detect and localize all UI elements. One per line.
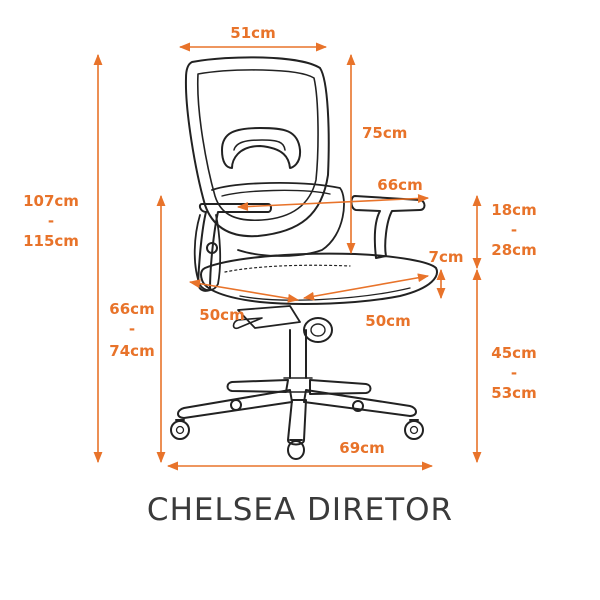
label-seat-height-min: 45cm bbox=[491, 344, 536, 362]
label-arm-height-max: 74cm bbox=[109, 342, 154, 360]
label-base-width: 69cm bbox=[339, 439, 384, 457]
label-armrest-height-min: 18cm bbox=[491, 201, 536, 219]
label-arm-height-sep: - bbox=[129, 320, 135, 338]
dim-line-arm-span bbox=[236, 194, 430, 211]
casters bbox=[170, 399, 424, 460]
seat-cushion bbox=[200, 252, 438, 305]
star-base bbox=[177, 379, 417, 446]
dimension-lines bbox=[93, 42, 482, 471]
label-arm-span: 66cm bbox=[377, 176, 422, 194]
armrest-right bbox=[350, 195, 426, 259]
product-title: CHELSEA DIRETOR bbox=[146, 492, 454, 528]
label-armrest-height-max: 28cm bbox=[491, 241, 536, 259]
label-total-height-min: 107cm bbox=[23, 192, 79, 210]
label-total-height-max: 115cm bbox=[23, 232, 79, 250]
dim-line-seat-depth bbox=[188, 279, 300, 303]
label-seat-height-sep: - bbox=[511, 364, 517, 382]
backrest-frame bbox=[184, 56, 330, 238]
label-total-height-sep: - bbox=[48, 212, 54, 230]
label-arm-height-min: 66cm bbox=[109, 300, 154, 318]
lumbar-support bbox=[221, 127, 302, 169]
gas-lift bbox=[289, 329, 307, 379]
label-backrest-height: 75cm bbox=[362, 124, 407, 142]
dim-line-seat-width bbox=[302, 273, 430, 301]
label-seat-depth: 50cm bbox=[199, 306, 244, 324]
label-seat-height-max: 53cm bbox=[491, 384, 536, 402]
label-armrest-height-sep: - bbox=[511, 221, 517, 239]
label-seat-thickness: 7cm bbox=[429, 248, 464, 266]
chair-illustration bbox=[170, 56, 438, 460]
label-back-width: 51cm bbox=[230, 24, 275, 42]
label-seat-width: 50cm bbox=[365, 312, 410, 330]
